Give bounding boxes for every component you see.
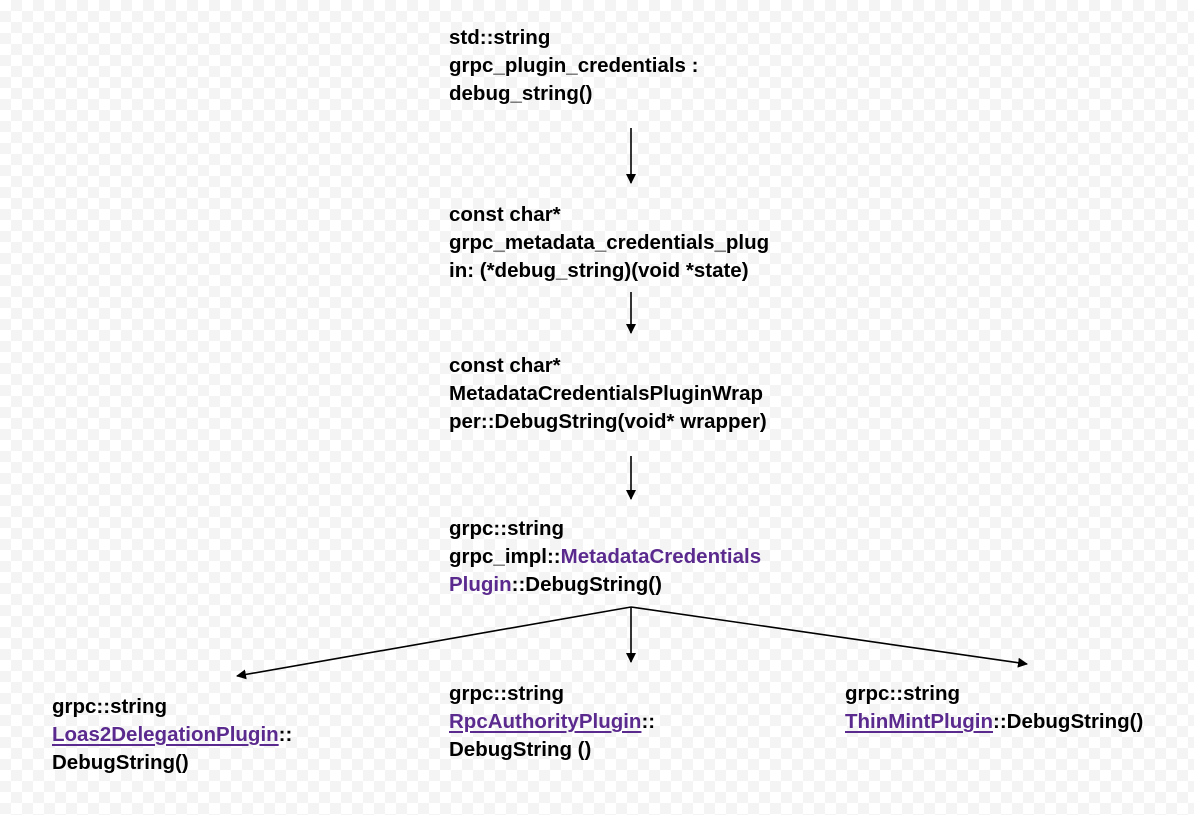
node-signature-part: in: (*debug_string)(void *state) [449,259,749,282]
node-rpc-authority-plugin: grpc::string RpcAuthorityPlugin:: DebugS… [449,680,655,764]
node-metadata-credentials-plugin-debug-string: const char* grpc_metadata_credentials_pl… [449,201,769,285]
node-signature-part: debug_string() [449,82,593,105]
class-name-part: Plugin [449,573,512,596]
arrow-4-to-7 [630,606,1028,668]
scope-separator: :: [278,723,293,746]
loas2-delegation-plugin-link[interactable]: Loas2DelegationPlugin [52,723,279,746]
node-signature-part: MetadataCredentialsPluginWrap [449,382,764,405]
node-return-type: grpc::string [449,682,565,705]
node-return-type: const char* [449,203,561,226]
node-signature-part: Plugin::DebugString() [449,571,761,599]
node-return-type: grpc::string [845,682,961,705]
class-name-part: MetadataCredentials [560,545,762,568]
node-signature-part: ThinMintPlugin::DebugString() [845,708,1143,736]
node-thin-mint-plugin: grpc::string ThinMintPlugin::DebugString… [845,680,1143,736]
node-return-type: grpc::string [449,517,565,540]
namespace-prefix: grpc_impl:: [449,545,561,568]
node-return-type: std::string [449,26,551,49]
node-plugin-wrapper-debug-string: const char* MetadataCredentialsPluginWra… [449,352,767,436]
node-signature-part: RpcAuthorityPlugin:: [449,708,655,736]
node-metadata-credentials-plugin-class: grpc::string grpc_impl::MetadataCredenti… [449,515,761,599]
scope-separator: :: [641,710,656,733]
node-signature-part: DebugString () [449,738,592,761]
node-plugin-credentials-debug-string: std::string grpc_plugin_credentials : de… [449,24,698,108]
node-signature-part: DebugString() [52,751,189,774]
node-signature-part: grpc_metadata_credentials_plug [449,231,770,254]
node-signature-part: grpc_impl::MetadataCredentials [449,543,761,571]
node-return-type: grpc::string [52,695,168,718]
method-name: ::DebugString() [511,573,662,596]
thin-mint-plugin-link[interactable]: ThinMintPlugin [845,710,994,733]
arrow-4-to-5 [236,606,632,680]
node-return-type: const char* [449,354,561,377]
node-signature-part: Loas2DelegationPlugin:: [52,721,292,749]
node-signature-part: per::DebugString(void* wrapper) [449,410,767,433]
method-name: ::DebugString() [993,710,1144,733]
node-signature-part: grpc_plugin_credentials : [449,54,699,77]
rpc-authority-plugin-link[interactable]: RpcAuthorityPlugin [449,710,642,733]
node-loas2-delegation-plugin: grpc::string Loas2DelegationPlugin:: Deb… [52,693,292,777]
